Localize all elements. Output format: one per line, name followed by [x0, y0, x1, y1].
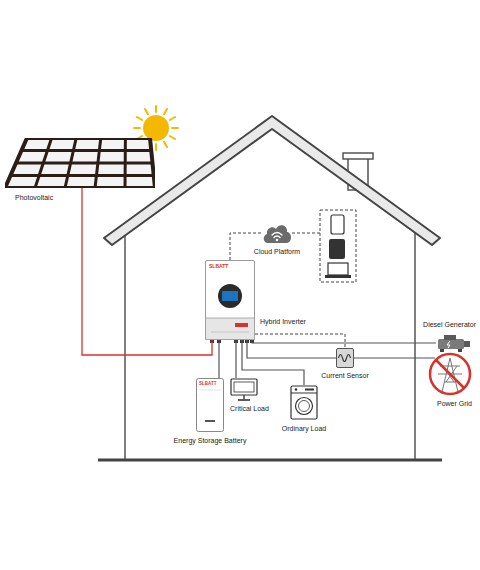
pv-cable	[82, 188, 212, 355]
component-label: Critical Load	[230, 405, 269, 413]
ordinary-load-cable	[242, 340, 304, 385]
sun-ray	[137, 117, 142, 120]
component-label: Energy Storage Battery	[174, 437, 247, 445]
brand-logo: SLBATT	[209, 264, 228, 269]
critical-load-icon: Critical Load	[230, 378, 258, 401]
cloud-device-link	[292, 233, 320, 234]
component-label: Power Grid	[437, 400, 472, 408]
inverter-unit-drawing	[205, 260, 255, 340]
current-sensor-drawing	[336, 348, 354, 368]
sun-ray	[170, 136, 175, 139]
component-label: Ordinary Load	[282, 425, 326, 433]
sun-ray	[134, 127, 140, 129]
component-label: Diesel Generator	[423, 321, 476, 329]
ground-line	[98, 459, 442, 462]
washer-icon: Ordinary Load	[290, 385, 318, 420]
battery-unit-shape	[197, 379, 224, 432]
component-label: Photovoltaic	[15, 194, 53, 202]
generator-cable	[252, 340, 436, 343]
sun-ray	[155, 106, 157, 112]
generator-icon: Diesel Generator	[436, 334, 472, 352]
component-label: Cloud Platform	[254, 248, 300, 256]
house-walls	[125, 232, 415, 460]
sun-ray	[172, 127, 178, 129]
device-group	[320, 210, 356, 282]
sun-ray	[170, 117, 175, 120]
washer-icon-shape	[291, 386, 317, 419]
current-sensor-shape	[337, 349, 354, 368]
sun-ray	[164, 142, 167, 147]
cloud-link	[230, 233, 262, 260]
brand-logo: SLBATT	[199, 382, 216, 387]
solar-panel: Photovoltaic	[5, 138, 155, 188]
sun-ray	[155, 144, 157, 150]
grid-icon-shape	[430, 354, 470, 394]
battery-cable	[218, 340, 219, 378]
battery-unit-drawing	[196, 378, 224, 432]
solar-panel-drawing	[5, 138, 155, 188]
grid-icon-drawing	[428, 352, 472, 396]
generator-icon-drawing	[436, 334, 472, 352]
washer-icon-drawing	[290, 385, 318, 420]
battery-unit: Energy Storage Battery	[196, 378, 224, 432]
sun-ray	[145, 109, 148, 114]
critical-load-icon-shape	[231, 379, 257, 400]
critical-load-icon-drawing	[230, 378, 258, 401]
sun-ray	[164, 109, 167, 114]
inverter-unit-shape	[206, 261, 255, 340]
generator-icon-shape	[438, 335, 470, 352]
cloud-icon-shape	[264, 225, 291, 243]
current-sensor: Current Sensor	[336, 348, 354, 368]
component-label: Hybrid Inverter	[260, 318, 306, 326]
grid-icon: Power Grid	[428, 352, 472, 396]
cloud-icon-drawing	[262, 222, 292, 244]
component-label: Current Sensor	[321, 372, 368, 380]
cloud-icon: Cloud Platform	[262, 222, 292, 244]
inverter-unit: Hybrid Inverter	[205, 260, 255, 340]
solar-panel-shape	[5, 138, 155, 188]
sensor-link	[255, 334, 345, 348]
critical-load-cable	[235, 340, 236, 378]
